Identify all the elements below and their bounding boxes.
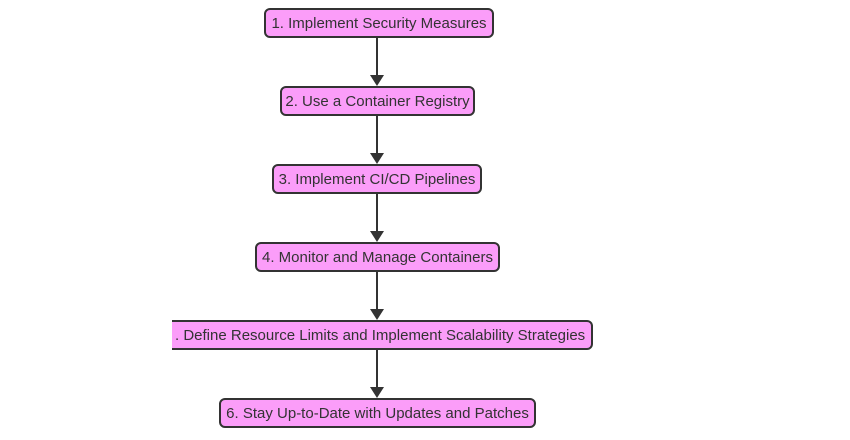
flow-arrow-1-to-2 [370,38,384,86]
arrowhead-down-icon [370,309,384,320]
arrow-line [376,350,378,387]
arrowhead-down-icon [370,75,384,86]
flow-node-monitor-manage-containers: 4. Monitor and Manage Containers [255,242,500,272]
flow-arrow-5-to-6 [370,350,384,398]
flow-node-implement-security-measures: 1. Implement Security Measures [264,8,494,38]
arrow-line [376,38,378,75]
arrowhead-down-icon [370,231,384,242]
arrow-line [376,116,378,153]
arrow-line [376,272,378,309]
flow-arrow-2-to-3 [370,116,384,164]
arrow-line [376,194,378,231]
flow-node-use-container-registry: 2. Use a Container Registry [280,86,475,116]
flow-node-implement-cicd-pipelines: 3. Implement CI/CD Pipelines [272,164,482,194]
arrowhead-down-icon [370,387,384,398]
flow-node-define-resource-limits-scalability: . Define Resource Limits and Implement S… [172,320,593,350]
flow-arrow-4-to-5 [370,272,384,320]
flow-arrow-3-to-4 [370,194,384,242]
flow-node-stay-up-to-date: 6. Stay Up-to-Date with Updates and Patc… [219,398,536,428]
arrowhead-down-icon [370,153,384,164]
